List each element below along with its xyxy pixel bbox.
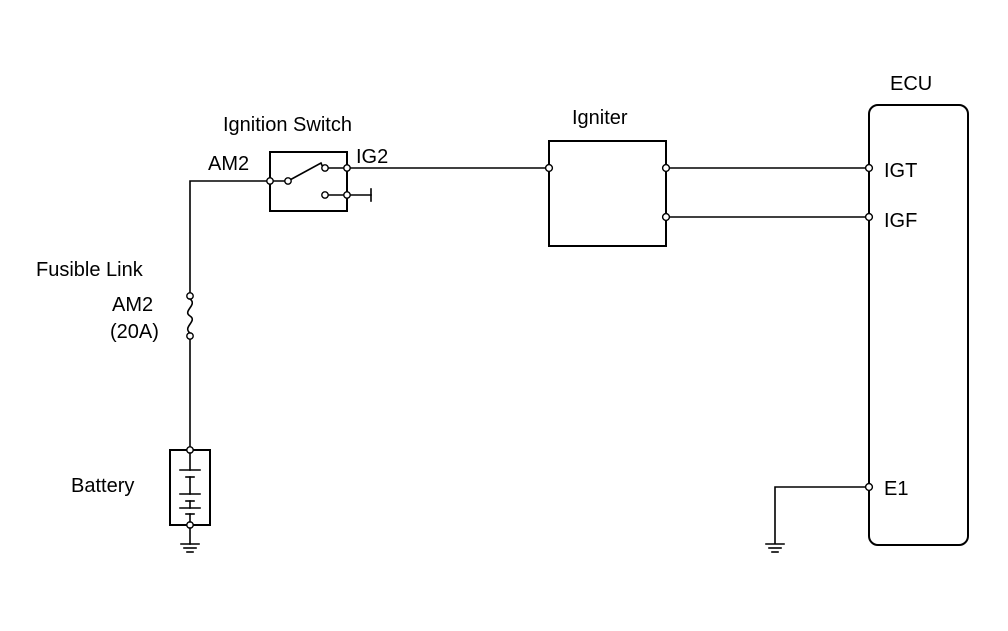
switch-left-terminal-am2 [266,177,274,185]
igniter-box [548,140,667,247]
switch-contact-ig2 [321,164,329,172]
ecu-igt-terminal [864,163,874,173]
ignition-switch-ig2-label: IG2 [356,146,388,168]
igniter-label: Igniter [572,107,628,129]
ecu-ground-icon [765,543,785,553]
ecu-e1-label: E1 [884,478,908,500]
ignition-switch: Ignition Switch AM2 IG2 [208,114,388,212]
ignition-switch-am2-label: AM2 [208,153,249,175]
wire-e1-to-ground [774,486,870,544]
ecu-igf-label: IGF [884,210,917,232]
wiring [189,167,870,544]
igniter-input-terminal [544,163,554,173]
fusible-link: Fusible Link AM2 (20A) [36,259,194,343]
battery: Battery [71,446,211,529]
igniter: Igniter [544,107,671,247]
ecu-igt-label: IGT [884,160,917,182]
igniter-igf-terminal [661,212,671,222]
battery-label: Battery [71,475,134,497]
wire-fuse-to-ignition-switch [189,180,273,297]
ecu-e1-terminal [864,482,874,492]
switch-right-terminal-ig2 [343,164,351,172]
ecu-box [868,104,969,546]
fusible-link-element [186,297,194,335]
switch-right-terminal-st [343,191,351,199]
igniter-igt-terminal [661,163,671,173]
fusible-link-name-label: AM2 [112,294,153,316]
ecu-label: ECU [890,73,932,95]
fusible-link-label: Fusible Link [36,259,144,281]
ecu: ECU IGT IGF E1 [864,73,969,546]
ignition-switch-label: Ignition Switch [223,114,352,136]
fusible-link-rating-label: (20A) [110,321,159,343]
switch-pivot-terminal [284,177,292,185]
switch-contact-st [321,191,329,199]
ecu-igf-terminal [864,212,874,222]
switch-arm [286,161,326,183]
battery-ground-icon [180,527,200,553]
